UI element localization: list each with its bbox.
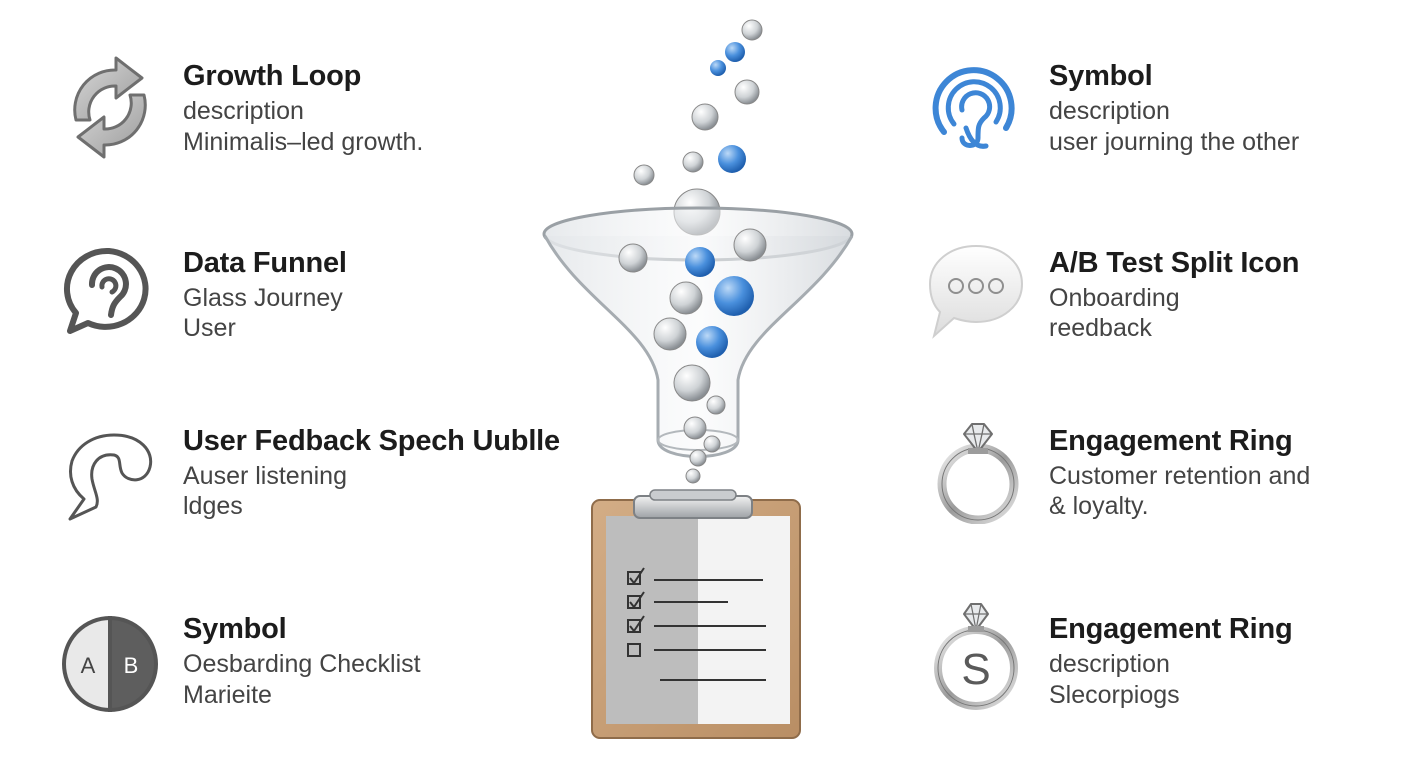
item-line: Marieite — [183, 681, 272, 709]
item-title: Symbol — [183, 613, 287, 645]
item-line: Customer retention and — [1049, 462, 1311, 490]
diamond-ring-s-icon: S — [934, 603, 1018, 710]
falling-bubbles — [633, 19, 763, 236]
item-line: & loyalty. — [1049, 492, 1149, 520]
item-title: Data Funnel — [183, 247, 347, 279]
bubble — [682, 151, 704, 173]
ear-symbol-blue-icon — [932, 67, 1015, 149]
ring-letter: S — [961, 645, 990, 694]
item-title: User Fedback Spech Uublle — [183, 425, 560, 457]
onboarding-clipboard — [591, 489, 801, 739]
speech-bubble-outline-icon — [68, 433, 153, 521]
item-line: reedback — [1049, 314, 1152, 342]
item-line: Onboarding — [1049, 284, 1180, 312]
item-title: Engagement Ring — [1049, 425, 1293, 457]
bubble — [741, 19, 763, 41]
item-line: description — [1049, 650, 1170, 678]
item-title: Engagement Ring — [1049, 613, 1293, 645]
item-title: A/B Test Split Icon — [1049, 247, 1300, 279]
item-line: Glass Journey — [183, 284, 343, 312]
item-line: Slecorpiogs — [1049, 681, 1180, 709]
funnel-clipboard-illustration — [520, 0, 880, 768]
bubble — [734, 79, 760, 105]
item-line: description — [183, 97, 304, 125]
growth-loop-arrows-icon — [73, 56, 147, 159]
speech-bubble-dots-icon — [928, 244, 1024, 339]
item-line: Oesbarding Checklist — [183, 650, 421, 678]
bubble — [718, 145, 746, 173]
funnel-illustration-svg — [542, 19, 854, 739]
item-line: ldges — [183, 492, 243, 520]
bubble — [710, 60, 726, 76]
ab-split-circle-icon: A B — [62, 615, 158, 713]
bubble — [691, 103, 719, 131]
bubble — [725, 42, 745, 62]
item-line: Minimalis–led growth. — [183, 128, 424, 156]
item-line: user journing the other — [1049, 128, 1300, 156]
ear-speech-bubble-icon — [64, 247, 149, 334]
item-line: Auser listening — [183, 462, 347, 490]
ab-letter-a: A — [81, 653, 96, 678]
diamond-ring-icon — [937, 423, 1019, 524]
ab-letter-b: B — [124, 653, 139, 678]
item-title: Symbol — [1049, 60, 1153, 92]
item-line: description — [1049, 97, 1170, 125]
funnel-bubbles — [618, 228, 767, 484]
item-line: User — [183, 314, 236, 342]
item-title: Growth Loop — [183, 60, 362, 92]
bubble — [633, 164, 655, 186]
